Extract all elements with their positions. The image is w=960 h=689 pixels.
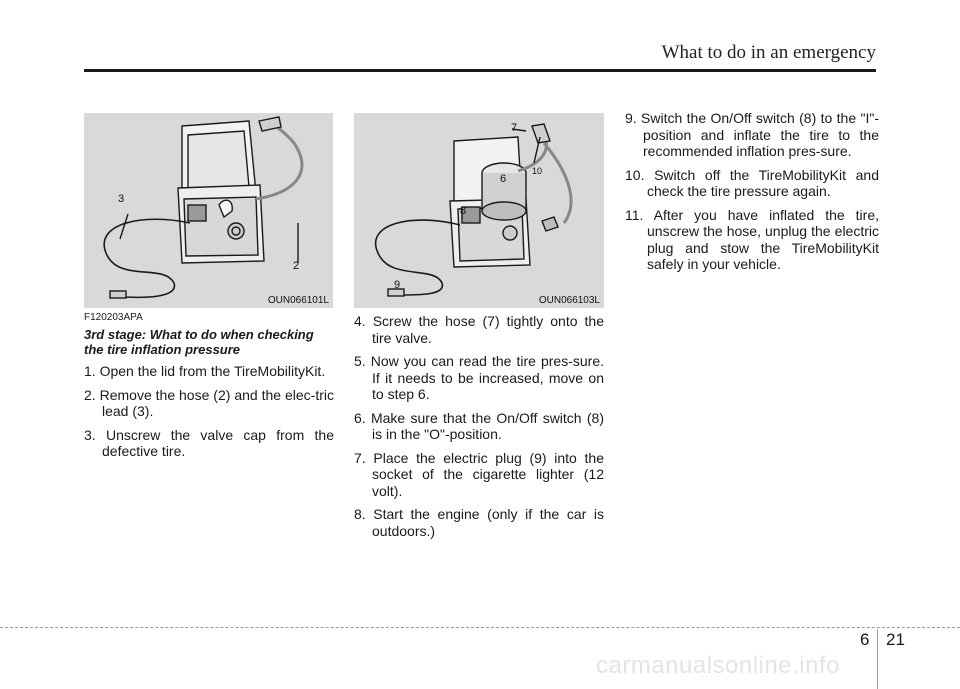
- section-subheading: 3rd stage: What to do when checking the …: [84, 327, 314, 357]
- step-item: 5. Now you can read the tire pres-sure. …: [354, 353, 604, 402]
- figure-callout: 6: [500, 173, 507, 185]
- figure-callout: 3: [118, 193, 125, 205]
- figure-callout: 2: [293, 260, 300, 272]
- watermark: carmanualsonline.info: [596, 652, 840, 679]
- page-number: 21: [886, 630, 905, 649]
- figure-callout: 10: [532, 166, 543, 176]
- step-item: 6. Make sure that the On/Off switch (8) …: [354, 409, 604, 443]
- steps-column-3: 9. Switch the On/Off switch (8) to the "…: [625, 110, 879, 280]
- page-number-separator: [877, 629, 878, 689]
- figure-code: OUN066101L: [267, 295, 329, 306]
- step-item: 2. Remove the hose (2) and the elec-tric…: [84, 386, 334, 420]
- tire-kit-illustration: [103, 116, 304, 299]
- step-item: 11. After you have inflated the tire, un…: [625, 206, 879, 273]
- figure-callout: 9: [394, 279, 401, 291]
- header-divider: [84, 69, 876, 72]
- section-title: What to do in an emergency: [661, 42, 876, 63]
- tire-kit-illustration: [374, 123, 573, 297]
- step-item: 9. Switch the On/Off switch (8) to the "…: [625, 110, 879, 159]
- figure-callout: 8: [460, 205, 467, 217]
- chapter-number: 6: [860, 630, 870, 649]
- figure-code: OUN066103L: [538, 295, 600, 306]
- step-item: 10. Switch off the TireMobilityKit and c…: [625, 166, 879, 200]
- figure-tire-kit-open: 3 2 OUN066101L: [84, 113, 333, 308]
- steps-column-1: 1. Open the lid from the TireMobilityKit…: [84, 363, 334, 467]
- step-item: 4. Screw the hose (7) tightly onto the t…: [354, 313, 604, 346]
- reference-code: F120203APA: [84, 312, 143, 323]
- steps-column-2: 4. Screw the hose (7) tightly onto the t…: [354, 313, 604, 546]
- step-item: 8. Start the engine (only if the car is …: [354, 506, 604, 539]
- step-item: 1. Open the lid from the TireMobilityKit…: [84, 363, 326, 379]
- footer-divider: [0, 627, 960, 628]
- step-item: 7. Place the electric plug (9) into the …: [354, 449, 604, 499]
- figure-tire-kit-connected: 7 10 6 8 9 OUN066103L: [354, 113, 604, 308]
- step-item: 3. Unscrew the valve cap from the defect…: [84, 426, 334, 460]
- figure-callout: 7: [511, 122, 518, 134]
